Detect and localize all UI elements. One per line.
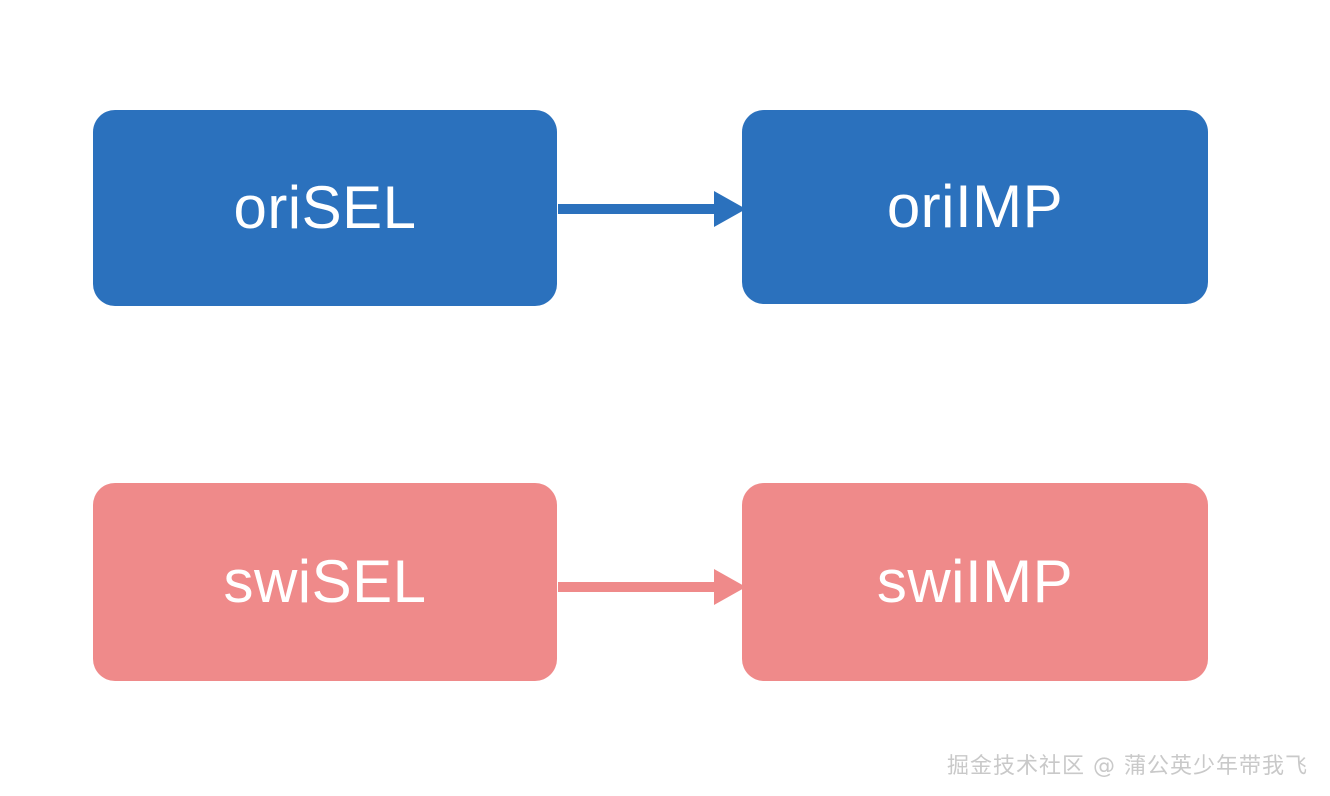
node-swiimp[interactable]: swiIMP xyxy=(742,483,1208,681)
edge-orisel-to-oriimp xyxy=(558,191,746,227)
edge-swisel-to-swiimp xyxy=(558,569,746,605)
node-swiimp-label: swiIMP xyxy=(876,548,1074,615)
watermark-text: 掘金技术社区 @ 蒲公英少年带我飞 xyxy=(947,754,1308,779)
node-swisel-label: swiSEL xyxy=(223,548,427,615)
node-oriimp-label: oriIMP xyxy=(886,173,1064,240)
node-orisel[interactable]: oriSEL xyxy=(93,110,557,306)
node-orisel-label: oriSEL xyxy=(233,174,417,241)
node-oriimp[interactable]: oriIMP xyxy=(742,110,1208,304)
arrow-head-top xyxy=(714,191,746,227)
node-swisel[interactable]: swiSEL xyxy=(93,483,557,681)
arrow-head-bottom xyxy=(714,569,746,605)
arrow-shaft-bottom xyxy=(558,582,720,592)
arrow-shaft-top xyxy=(558,204,720,214)
